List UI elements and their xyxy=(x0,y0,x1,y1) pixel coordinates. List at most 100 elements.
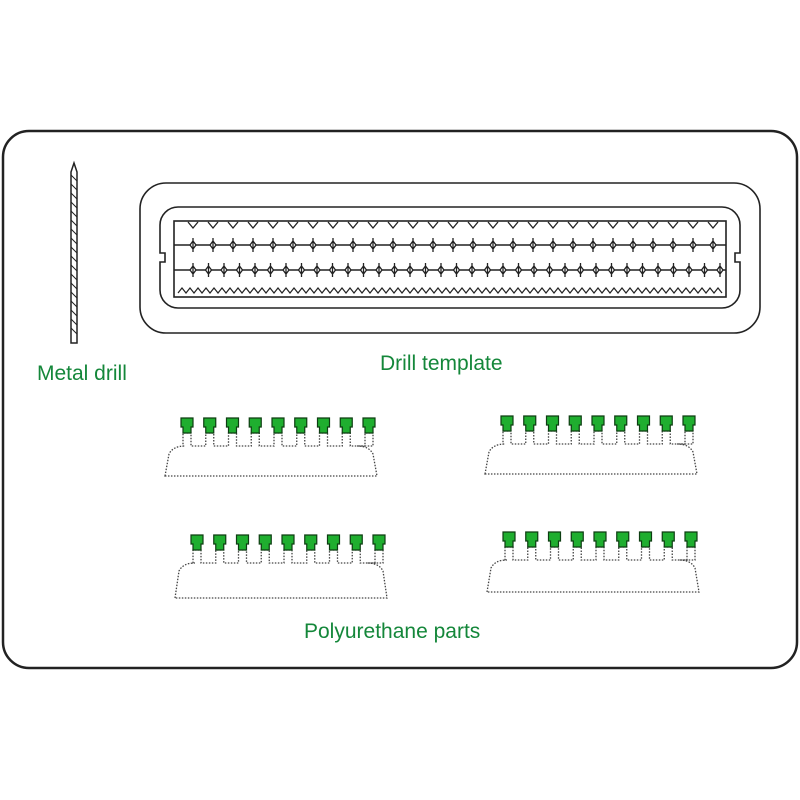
drill-template xyxy=(139,182,761,334)
template-hole xyxy=(689,238,697,252)
template-grid-frame xyxy=(173,220,727,298)
template-hole xyxy=(189,238,197,252)
part-head xyxy=(636,415,651,432)
template-hole xyxy=(509,238,517,252)
part-head xyxy=(659,415,673,432)
part-head xyxy=(547,531,562,548)
template-hole xyxy=(629,238,637,252)
template-hole xyxy=(266,263,275,277)
part-head xyxy=(525,531,539,548)
template-hole xyxy=(609,238,617,252)
template-hole xyxy=(669,238,677,252)
template-hole xyxy=(468,263,476,277)
template-hole xyxy=(269,238,277,252)
template-hole xyxy=(499,263,507,277)
template-hole xyxy=(569,238,577,252)
part-head xyxy=(248,417,262,434)
part-group xyxy=(164,417,378,477)
template-hole xyxy=(592,263,600,277)
card-border xyxy=(1,129,799,670)
template-hole xyxy=(469,238,477,252)
template-hole xyxy=(452,263,461,277)
part-head xyxy=(616,531,630,548)
part-head xyxy=(281,534,295,551)
part-head xyxy=(362,417,376,434)
polyurethane-parts xyxy=(164,415,700,599)
template-hole xyxy=(289,238,297,252)
part-group xyxy=(486,531,700,593)
part-head xyxy=(638,531,653,548)
template-hole xyxy=(369,238,377,252)
part-group xyxy=(484,415,698,475)
polyurethane-parts-label: Polyurethane parts xyxy=(304,620,481,643)
template-top-notches xyxy=(187,221,719,230)
template-hole xyxy=(389,238,397,252)
metal-drill-label: Metal drill xyxy=(37,362,127,385)
part-head xyxy=(326,534,341,551)
part-head xyxy=(591,415,605,432)
template-hole xyxy=(576,263,585,277)
template-hole xyxy=(406,263,414,277)
part-head xyxy=(294,417,308,434)
template-hole xyxy=(709,238,717,252)
part-outline xyxy=(174,549,388,599)
part-head xyxy=(190,534,204,551)
template-hole xyxy=(282,263,290,277)
template-bottom-teeth xyxy=(177,287,723,294)
template-hole xyxy=(329,238,337,252)
drill-template-label: Drill template xyxy=(380,352,503,375)
template-hole xyxy=(589,238,597,252)
template-hole xyxy=(309,238,317,252)
part-head xyxy=(372,534,386,551)
template-hole xyxy=(421,263,430,277)
part-head xyxy=(213,534,227,551)
part-outline xyxy=(484,430,698,475)
drill-flutes xyxy=(70,174,78,335)
drill-body xyxy=(70,160,78,344)
template-hole xyxy=(716,263,724,277)
template-hole xyxy=(514,263,523,277)
part-head xyxy=(271,417,285,434)
part-head xyxy=(570,531,584,548)
template-hole xyxy=(344,263,352,277)
part-head xyxy=(684,531,698,548)
template-hole xyxy=(249,238,257,252)
part-head xyxy=(682,415,696,432)
part-outline xyxy=(164,432,378,477)
template-hole xyxy=(700,263,709,277)
part-head xyxy=(339,417,353,434)
template-hole xyxy=(437,263,445,277)
part-head xyxy=(614,415,628,432)
template-hole xyxy=(654,263,662,277)
part-head xyxy=(500,415,514,432)
part-head xyxy=(502,531,516,548)
template-hole xyxy=(189,263,197,277)
template-hole xyxy=(623,263,631,277)
template-hole xyxy=(549,238,557,252)
template-hole xyxy=(375,263,383,277)
part-head xyxy=(235,534,250,551)
template-hole xyxy=(489,238,497,252)
part-head xyxy=(258,534,272,551)
part-head xyxy=(568,415,582,432)
part-head xyxy=(225,417,240,434)
template-hole xyxy=(449,238,457,252)
template-hole xyxy=(545,263,554,277)
template-hole xyxy=(209,238,217,252)
part-head xyxy=(203,417,217,434)
part-head xyxy=(523,415,537,432)
template-hole xyxy=(359,263,368,277)
part-head xyxy=(661,531,675,548)
template-hole xyxy=(561,263,569,277)
template-hole xyxy=(530,263,538,277)
template-hole xyxy=(409,238,417,252)
part-head xyxy=(593,531,607,548)
template-hole xyxy=(607,263,616,277)
template-hole xyxy=(313,263,321,277)
part-head xyxy=(316,417,331,434)
template-hole xyxy=(251,263,259,277)
template-hole xyxy=(669,263,678,277)
template-outer-edge xyxy=(139,182,761,334)
template-hole xyxy=(638,263,647,277)
